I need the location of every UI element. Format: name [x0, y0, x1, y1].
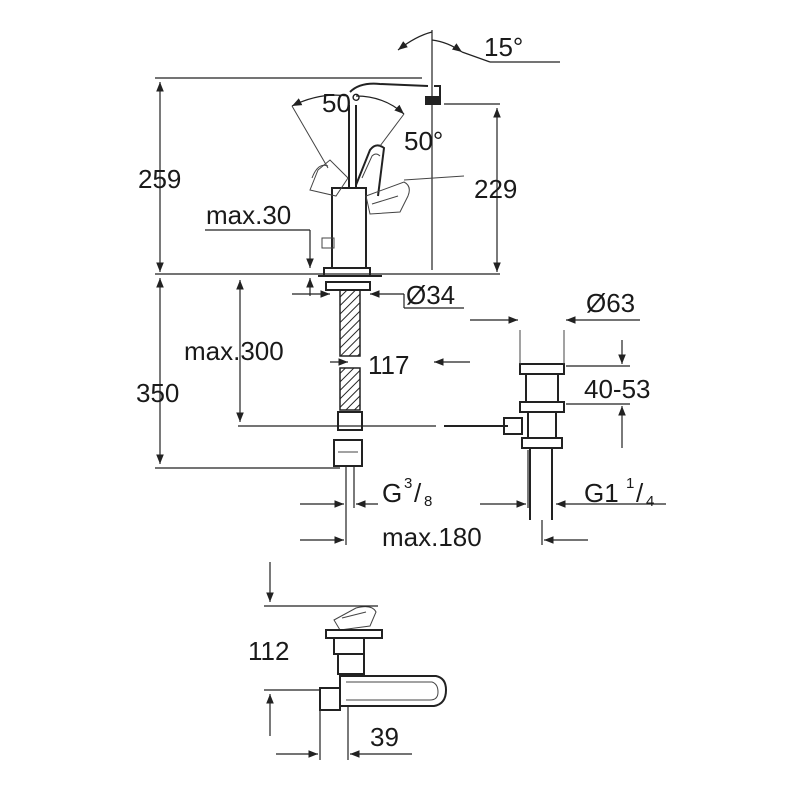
- lever-body: [339, 675, 448, 707]
- label-spout-angle: 15°: [484, 32, 523, 62]
- label-drain-thread: G1 1 / 4: [584, 475, 654, 510]
- label-base-diameter: Ø34: [406, 280, 455, 310]
- label-lever-height: 112: [248, 636, 289, 666]
- lever-handle: [355, 144, 386, 197]
- label-lever-angle-left: 50°: [322, 88, 361, 118]
- label-lever-offset: 39: [370, 722, 399, 752]
- drain-assembly: [238, 330, 565, 520]
- label-drain-diameter: Ø63: [586, 288, 635, 318]
- svg-text:3: 3: [404, 475, 412, 492]
- label-drain-range: 40-53: [584, 374, 651, 404]
- lever-ghost-right: [365, 181, 410, 215]
- hose-upper: [339, 289, 361, 357]
- label-inlet-thread: G 3 / 8: [382, 475, 432, 510]
- svg-text:4: 4: [646, 493, 654, 510]
- dimension-lines: [155, 30, 666, 545]
- label-below-height: 350: [136, 378, 179, 408]
- faucet-side-view: [319, 606, 448, 760]
- label-lever-angle-right: 50°: [404, 126, 443, 156]
- svg-text:1: 1: [626, 475, 634, 492]
- label-total-height: 259: [138, 164, 181, 194]
- lever-ghost-left: [309, 159, 349, 197]
- faucet-base: [323, 267, 371, 277]
- label-spout-reach: 117: [368, 350, 409, 380]
- faucet-front-view: [309, 82, 441, 467]
- svg-text:/: /: [414, 478, 422, 508]
- svg-text:G1: G1: [584, 478, 619, 508]
- hose-lower: [339, 367, 361, 411]
- faucet-body: [331, 187, 367, 269]
- svg-text:/: /: [636, 478, 644, 508]
- label-deck-thickness: max.30: [206, 200, 291, 230]
- label-spout-height: 229: [474, 174, 517, 204]
- label-hose-length: max.300: [184, 336, 284, 366]
- svg-text:G: G: [382, 478, 402, 508]
- label-drain-offset: max.180: [382, 522, 482, 552]
- svg-text:8: 8: [424, 493, 432, 510]
- side-view-dimensions: [264, 562, 412, 760]
- spout: [349, 82, 429, 93]
- inlet-connector: [333, 439, 363, 467]
